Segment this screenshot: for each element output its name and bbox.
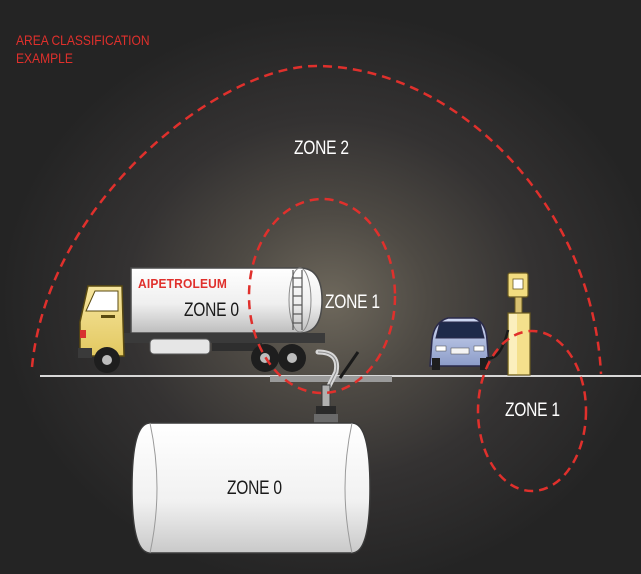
zone-0-tanker-label: ZONE 0 bbox=[184, 300, 239, 321]
title-line-1: AREA CLASSIFICATION bbox=[16, 32, 150, 48]
zone-1-boundary-dispenser bbox=[476, 329, 588, 493]
fill-pipe bbox=[321, 384, 331, 408]
truck-window bbox=[85, 290, 119, 312]
fuel-hose bbox=[485, 329, 510, 360]
tanker-ladder bbox=[292, 270, 303, 330]
diagram-title: AREA CLASSIFICATION EXAMPLE bbox=[16, 31, 150, 67]
car-windshield bbox=[435, 321, 485, 339]
truck-brand-label: AIPETROLEUM bbox=[138, 276, 228, 291]
zone-1-dispenser-label: ZONE 1 bbox=[505, 400, 560, 421]
zone-0-underground-label: ZONE 0 bbox=[227, 478, 282, 499]
zone-2-label: ZONE 2 bbox=[294, 138, 349, 159]
tanker-truck bbox=[78, 267, 325, 373]
tanker-side-tank bbox=[149, 338, 211, 355]
tanker-tank bbox=[130, 267, 323, 334]
zone-1-boundary-fill-point bbox=[247, 197, 397, 395]
zone-2-boundary bbox=[30, 64, 603, 375]
car bbox=[429, 317, 490, 370]
fuel-dispenser bbox=[485, 272, 531, 376]
vent-pipe bbox=[338, 351, 360, 379]
zone-1-fill-point-label: ZONE 1 bbox=[325, 292, 380, 313]
title-line-2: EXAMPLE bbox=[16, 50, 73, 66]
